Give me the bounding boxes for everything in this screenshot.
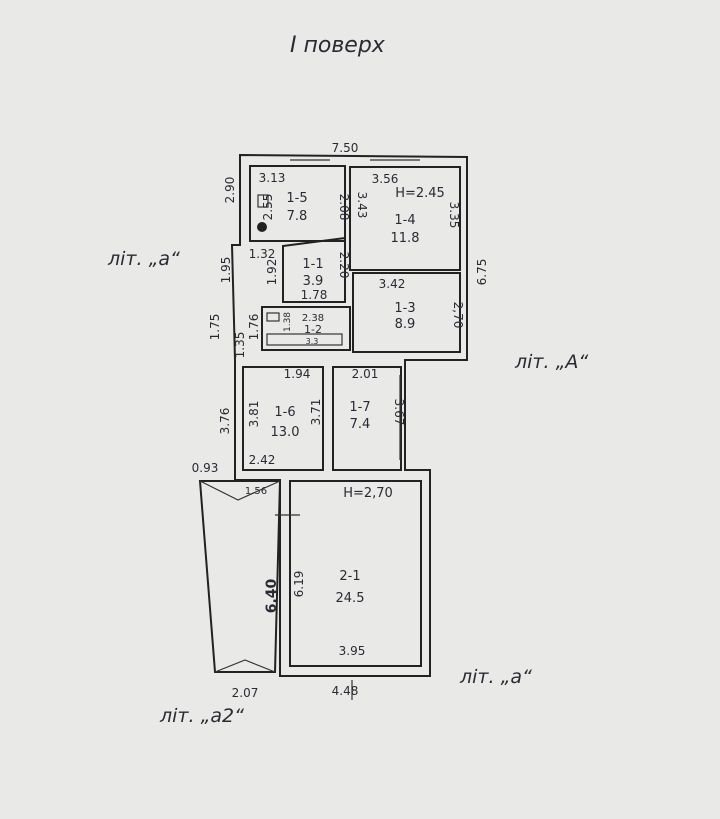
svg-text:2.01: 2.01 (352, 367, 379, 381)
svg-text:1.78: 1.78 (301, 288, 328, 302)
svg-text:6.75: 6.75 (475, 259, 489, 286)
room-1-4-outline (349, 166, 461, 271)
room-1-2-outline (261, 306, 351, 351)
svg-text:2.08: 2.08 (337, 194, 351, 221)
svg-text:1.75: 1.75 (208, 314, 222, 341)
svg-text:1.94: 1.94 (284, 367, 311, 381)
room-id: 1-3 (394, 301, 415, 316)
svg-text:2.20: 2.20 (337, 252, 351, 279)
room-height: H=2,70 (343, 486, 393, 501)
svg-text:1.92: 1.92 (265, 259, 279, 286)
room-id: 1-5 (286, 191, 307, 206)
svg-text:3.43: 3.43 (355, 192, 369, 219)
room-id: 1-2 (304, 323, 322, 336)
room-id: 2-1 (339, 569, 360, 584)
svg-text:4.48: 4.48 (332, 684, 359, 698)
svg-text:2.07: 2.07 (232, 686, 259, 700)
svg-text:2,70: 2,70 (451, 302, 465, 329)
svg-text:3.81: 3.81 (247, 401, 261, 428)
sink-icon (266, 312, 280, 322)
room-area: 3.9 (303, 274, 324, 289)
room-id: 1-1 (302, 257, 323, 272)
svg-text:3.56: 3.56 (372, 172, 399, 186)
svg-text:1.35: 1.35 (233, 332, 247, 359)
svg-text:3.35: 3.35 (447, 202, 461, 229)
svg-text:2.55: 2.55 (261, 194, 275, 221)
room-area: 7.8 (287, 209, 308, 224)
svg-text:3.13: 3.13 (259, 171, 286, 185)
room-2-1-outline (289, 480, 422, 667)
room-id: 1-7 (349, 400, 370, 415)
lit-label-a-top: літ. „а“ (107, 248, 180, 270)
room-id: 1-4 (394, 213, 415, 228)
stove-icon (257, 194, 269, 208)
svg-text:6.40: 6.40 (264, 578, 280, 613)
svg-text:1.56: 1.56 (245, 486, 267, 497)
svg-text:3.42: 3.42 (379, 277, 406, 291)
svg-text:2.38: 2.38 (302, 313, 324, 324)
room-area: 24.5 (336, 591, 365, 606)
room-1-6-outline (242, 366, 324, 471)
room-id: 1-6 (274, 405, 295, 420)
bathtub-icon (266, 333, 343, 346)
room-labels: 1-5 7.8 1-4 11.8 H=2.45 1-1 3.9 1-3 8.9 … (271, 186, 445, 606)
room-area: 13.0 (271, 425, 300, 440)
room-1-3-outline (352, 272, 461, 353)
svg-text:7.50: 7.50 (332, 141, 359, 155)
svg-text:1.38: 1.38 (283, 312, 293, 332)
lit-label-a2: літ. „а2“ (159, 705, 244, 727)
floor-title: I поверх (290, 33, 386, 58)
svg-text:3.71: 3.71 (309, 399, 323, 426)
room-area: 7.4 (350, 417, 371, 432)
svg-text:0.93: 0.93 (192, 461, 219, 475)
room-height: H=2.45 (395, 186, 445, 201)
lit-label-a-bottom: літ. „а“ (459, 666, 532, 688)
lit-label-A: літ. „А“ (514, 351, 588, 373)
svg-text:2.90: 2.90 (223, 177, 237, 204)
room-1-5-outline (249, 165, 346, 242)
svg-text:1.32: 1.32 (249, 247, 276, 261)
svg-text:3.95: 3.95 (339, 644, 366, 658)
room-1-1-outline (282, 236, 346, 303)
svg-text:2.42: 2.42 (249, 453, 276, 467)
svg-text:3.67: 3.67 (392, 399, 406, 426)
boiler-icon (257, 222, 267, 232)
room-area: 11.8 (391, 231, 420, 246)
bathtub-label: 3.3 (306, 337, 319, 346)
svg-text:1.76: 1.76 (247, 314, 261, 341)
walls (198, 153, 468, 700)
room-1-7-outline (332, 366, 402, 471)
svg-text:3.76: 3.76 (218, 408, 232, 435)
svg-text:1.95: 1.95 (219, 257, 233, 284)
dimension-labels: 7.50 3.13 3.56 1.32 1.78 3.42 2.38 1.94 … (192, 141, 489, 700)
room-area: 8.9 (395, 317, 416, 332)
svg-text:6.19: 6.19 (292, 571, 306, 598)
